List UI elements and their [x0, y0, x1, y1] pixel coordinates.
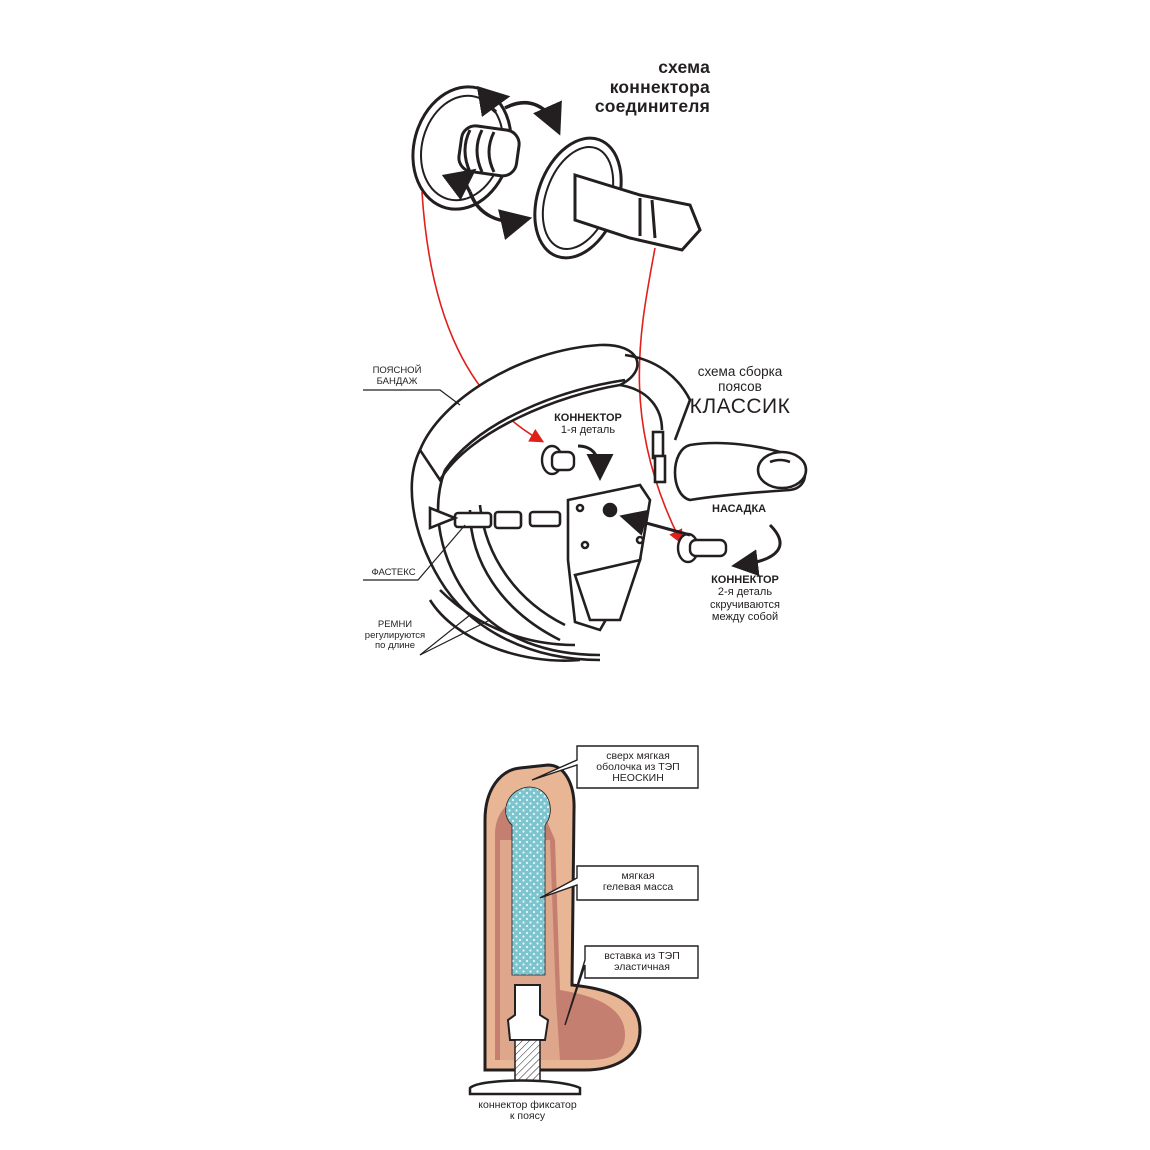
callout-gel-text: мягкая гелевая масса — [580, 870, 696, 894]
callout-gel-box — [539, 865, 699, 901]
connector-title-line-1: схема — [658, 57, 710, 77]
callout-shell-line-2: оболочка из ТЭП — [596, 761, 680, 774]
assembly-guide-lines — [421, 191, 683, 545]
straps-label-line-1: РЕМНИ — [377, 619, 413, 630]
assembly-title-line-2: поясов — [718, 379, 762, 395]
connector-part-2-label: КОННЕКТОР 2-я деталь скручиваются между … — [695, 574, 795, 623]
assembly-title-line-1: схема сборка — [697, 364, 783, 379]
connector-title-line-2: коннектора — [609, 76, 710, 97]
callout-shell-text: сверх мягкая оболочка из ТЭП НЕОСКИН — [580, 750, 696, 785]
connector-part-2-arrow — [619, 509, 691, 537]
base-connector-label: коннектор фиксатор к поясу — [455, 1099, 600, 1123]
connector-scheme-title: схема коннектора соединителя — [530, 57, 710, 117]
callout-shell-line-3: НЕОСКИН — [612, 772, 664, 785]
connector-part-2-line-2: скручиваются — [710, 598, 780, 611]
connector-title-line-3: соединителя — [594, 96, 710, 117]
assembly-title-big: КЛАССИК — [689, 395, 791, 419]
connector-part-2-title: КОННЕКТОР — [711, 574, 779, 586]
assembly-scheme-title: схема сборка поясов КЛАССИК — [680, 364, 800, 419]
connector-part-1-label: КОННЕКТОР 1-я деталь — [543, 412, 633, 437]
connector-part-2-small — [676, 532, 728, 564]
callout-boxes — [531, 745, 699, 1026]
harness-leader-lines — [363, 389, 491, 656]
connector-part-2-line-1: 2-я деталь — [717, 586, 773, 599]
callout-insert-line-1: вставка из ТЭП — [604, 950, 680, 962]
callout-shell-box — [531, 745, 699, 789]
connector-part-1-title: КОННЕКТОР — [554, 412, 622, 424]
callout-gel-line-1: мягкая — [621, 870, 655, 882]
attachment-arrow — [731, 523, 782, 577]
harness-illustration — [410, 343, 692, 662]
callout-gel-line-2: гелевая масса — [602, 881, 674, 894]
straps-label-line-3: по длине — [375, 640, 415, 652]
connector-part-2-illustration — [533, 136, 702, 260]
connector-part-1-arrow — [577, 444, 614, 481]
cross-section-illustration — [468, 763, 642, 1096]
attachment-illustration — [673, 441, 808, 502]
connector-part-1-subtitle: 1-я деталь — [560, 424, 616, 437]
base-label-line-1: коннектор фиксатор — [478, 1099, 577, 1111]
connector-rotation-arrows — [441, 85, 562, 241]
connector-part-1-small — [540, 444, 576, 476]
connector-part-1-illustration — [411, 85, 521, 211]
waist-belt-label: ПОЯСНОЙ БАНДАЖ — [362, 365, 432, 387]
connector-part-2-line-3: между собой — [711, 610, 779, 623]
fastex-label: ФАСТЕКС — [366, 567, 421, 579]
callout-shell-line-1: сверх мягкая — [606, 750, 670, 762]
attachment-label: НАСАДКА — [712, 503, 767, 515]
straps-label: РЕМНИ регулируются по длине — [355, 619, 435, 652]
callout-insert-text: вставка из ТЭП эластичная — [588, 950, 696, 974]
straps-label-line-2: регулируются — [364, 629, 426, 641]
waist-label-line-1: ПОЯСНОЙ — [372, 365, 422, 376]
callout-insert-line-2: эластичная — [614, 961, 670, 974]
fastex-label-text: ФАСТЕКС — [371, 567, 416, 578]
callout-insert-box — [564, 945, 699, 1026]
base-label-line-2: к поясу — [509, 1110, 546, 1123]
waist-label-line-2: БАНДАЖ — [376, 375, 418, 387]
